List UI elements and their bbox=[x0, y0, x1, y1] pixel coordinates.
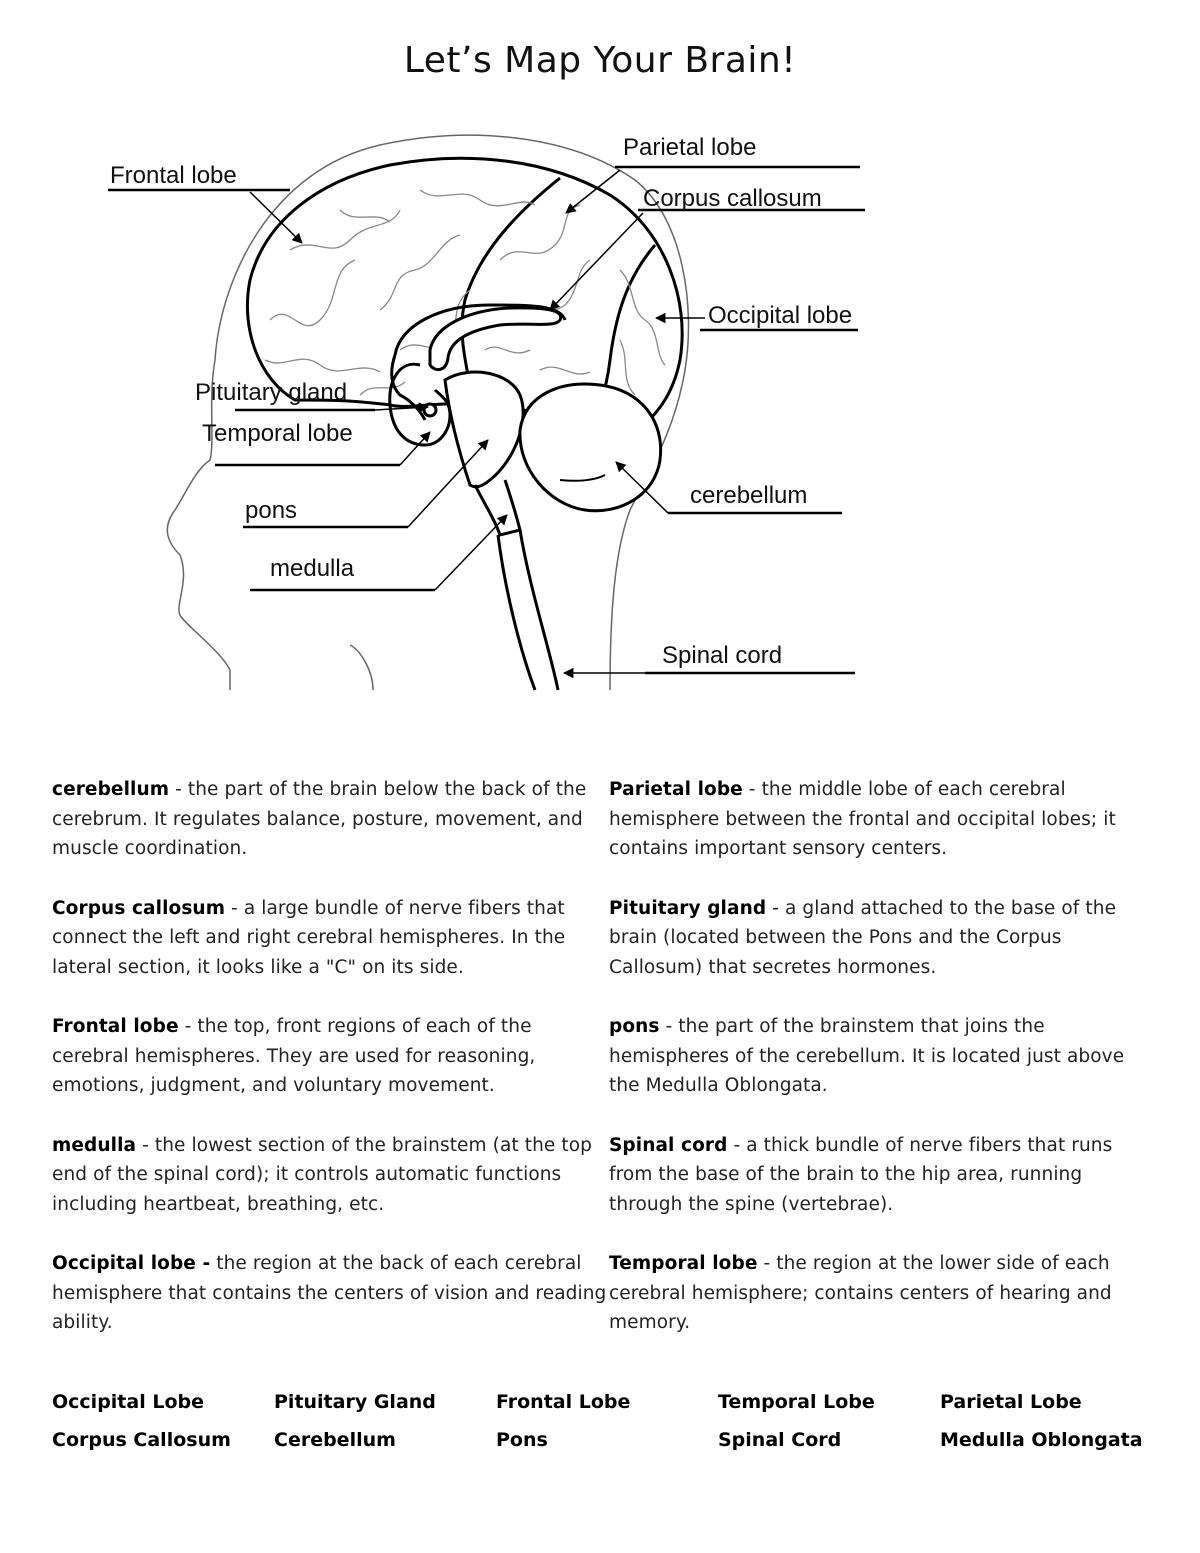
label-cerebellum: cerebellum bbox=[690, 482, 807, 509]
corpus-callosum-shape bbox=[428, 306, 563, 372]
definition-text: the region at the back of each cerebral … bbox=[52, 1253, 607, 1333]
definition-term: Occipital lobe - bbox=[52, 1253, 211, 1274]
definition-separator: - bbox=[225, 897, 244, 919]
definition-term: Spinal cord bbox=[609, 1134, 728, 1156]
word-bank-item: Parietal Lobe bbox=[940, 1391, 1082, 1413]
definition-item: Pituitary gland - a gland attached to th… bbox=[609, 894, 1149, 983]
label-medulla: medulla bbox=[270, 555, 355, 582]
definition-separator: - bbox=[742, 779, 762, 800]
definition-item: Occipital lobe - the region at the back … bbox=[52, 1249, 609, 1338]
definition-text: the region at the lower side of each cer… bbox=[609, 1253, 1112, 1333]
word-bank-item: Pituitary Gland bbox=[274, 1391, 436, 1413]
definition-term: medulla bbox=[52, 1134, 137, 1156]
word-bank-item: Corpus Callosum bbox=[52, 1429, 231, 1451]
definition-item: Frontal lobe - the top, front regions of… bbox=[52, 1012, 609, 1101]
definition-text: a large bundle of nerve fibers that conn… bbox=[52, 897, 566, 978]
medulla-shape bbox=[473, 479, 522, 537]
definition-item: medulla - the lowest section of the brai… bbox=[52, 1131, 609, 1220]
label-occipital-lobe: Occipital lobe bbox=[708, 302, 852, 329]
definition-term: Parietal lobe bbox=[609, 779, 743, 800]
word-bank-item: Medulla Oblongata bbox=[940, 1429, 1143, 1451]
definition-separator: - bbox=[169, 779, 188, 800]
page-title: Let’s Map Your Brain! bbox=[403, 40, 797, 81]
definition-term: Frontal lobe bbox=[52, 1016, 179, 1037]
definition-text: a gland attached to the base of the brai… bbox=[609, 897, 1117, 978]
definition-separator: - bbox=[757, 1253, 777, 1274]
definition-item: Spinal cord - a thick bundle of nerve fi… bbox=[609, 1131, 1149, 1220]
brain-diagram-svg: Frontal lobe Parietal lobe Corpus callos… bbox=[108, 134, 865, 691]
leader-arrows bbox=[249, 169, 705, 679]
definition-term: Pituitary gland bbox=[609, 897, 767, 919]
cerebrum-outline bbox=[245, 156, 684, 442]
label-pons: pons bbox=[245, 497, 297, 524]
label-frontal-lobe: Frontal lobe bbox=[110, 162, 237, 189]
definition-text: the part of the brainstem that joins the… bbox=[609, 1016, 1125, 1096]
definition-item: pons - the part of the brainstem that jo… bbox=[609, 1012, 1149, 1101]
definition-separator: - bbox=[136, 1134, 155, 1156]
word-bank: Occipital Lobe Pituitary Gland Frontal L… bbox=[52, 1388, 1162, 1454]
definition-item: Parietal lobe - the middle lobe of each … bbox=[609, 775, 1149, 864]
pituitary-shape bbox=[422, 402, 438, 418]
cerebellum-fold bbox=[559, 474, 606, 482]
brain-diagram: Frontal lobe Parietal lobe Corpus callos… bbox=[90, 110, 890, 710]
definition-separator: - bbox=[178, 1016, 198, 1037]
definition-text: the part of the brain below the back of … bbox=[52, 779, 587, 859]
definition-text: the top, front regions of each of the ce… bbox=[52, 1016, 536, 1096]
definition-text: the lowest section of the brainstem (at … bbox=[52, 1134, 592, 1215]
pons-shape bbox=[443, 370, 525, 489]
word-bank-item: Spinal Cord bbox=[718, 1429, 842, 1451]
definition-term: Corpus callosum bbox=[52, 897, 226, 919]
definition-separator: - bbox=[766, 897, 785, 919]
central-sulcus bbox=[460, 176, 561, 386]
label-temporal-lobe: Temporal lobe bbox=[202, 420, 353, 447]
label-pituitary-gland: Pituitary gland bbox=[195, 379, 347, 406]
head-outline bbox=[166, 134, 690, 691]
definition-term: pons bbox=[609, 1016, 660, 1037]
label-spinal-cord: Spinal cord bbox=[662, 642, 782, 669]
cerebellum-shape bbox=[518, 382, 663, 513]
label-corpus-callosum: Corpus callosum bbox=[643, 185, 822, 212]
label-parietal-lobe: Parietal lobe bbox=[623, 134, 756, 161]
word-bank-item: Frontal Lobe bbox=[496, 1391, 631, 1413]
definition-item: Temporal lobe - the region at the lower … bbox=[609, 1249, 1149, 1338]
word-bank-item: Temporal Lobe bbox=[718, 1391, 875, 1413]
spinal-cord-shape bbox=[496, 529, 560, 691]
word-bank-item: Pons bbox=[496, 1429, 548, 1451]
definition-text: the middle lobe of each cerebral hemisph… bbox=[609, 779, 1116, 859]
neck-back-line bbox=[349, 644, 374, 691]
definition-separator: - bbox=[727, 1134, 747, 1156]
definition-text: a thick bundle of nerve fibers that runs… bbox=[609, 1134, 1113, 1215]
word-bank-item: Occipital Lobe bbox=[52, 1391, 204, 1413]
definition-term: Temporal lobe bbox=[609, 1253, 758, 1274]
definition-item: Corpus callosum - a large bundle of nerv… bbox=[52, 894, 609, 983]
word-bank-item: Cerebellum bbox=[274, 1429, 396, 1451]
label-underlines bbox=[108, 165, 865, 675]
definition-item: cerebellum - the part of the brain below… bbox=[52, 775, 609, 864]
definition-separator: - bbox=[659, 1016, 679, 1037]
definitions-list: cerebellum - the part of the brain below… bbox=[52, 775, 1152, 1338]
definition-term: cerebellum bbox=[52, 779, 170, 800]
